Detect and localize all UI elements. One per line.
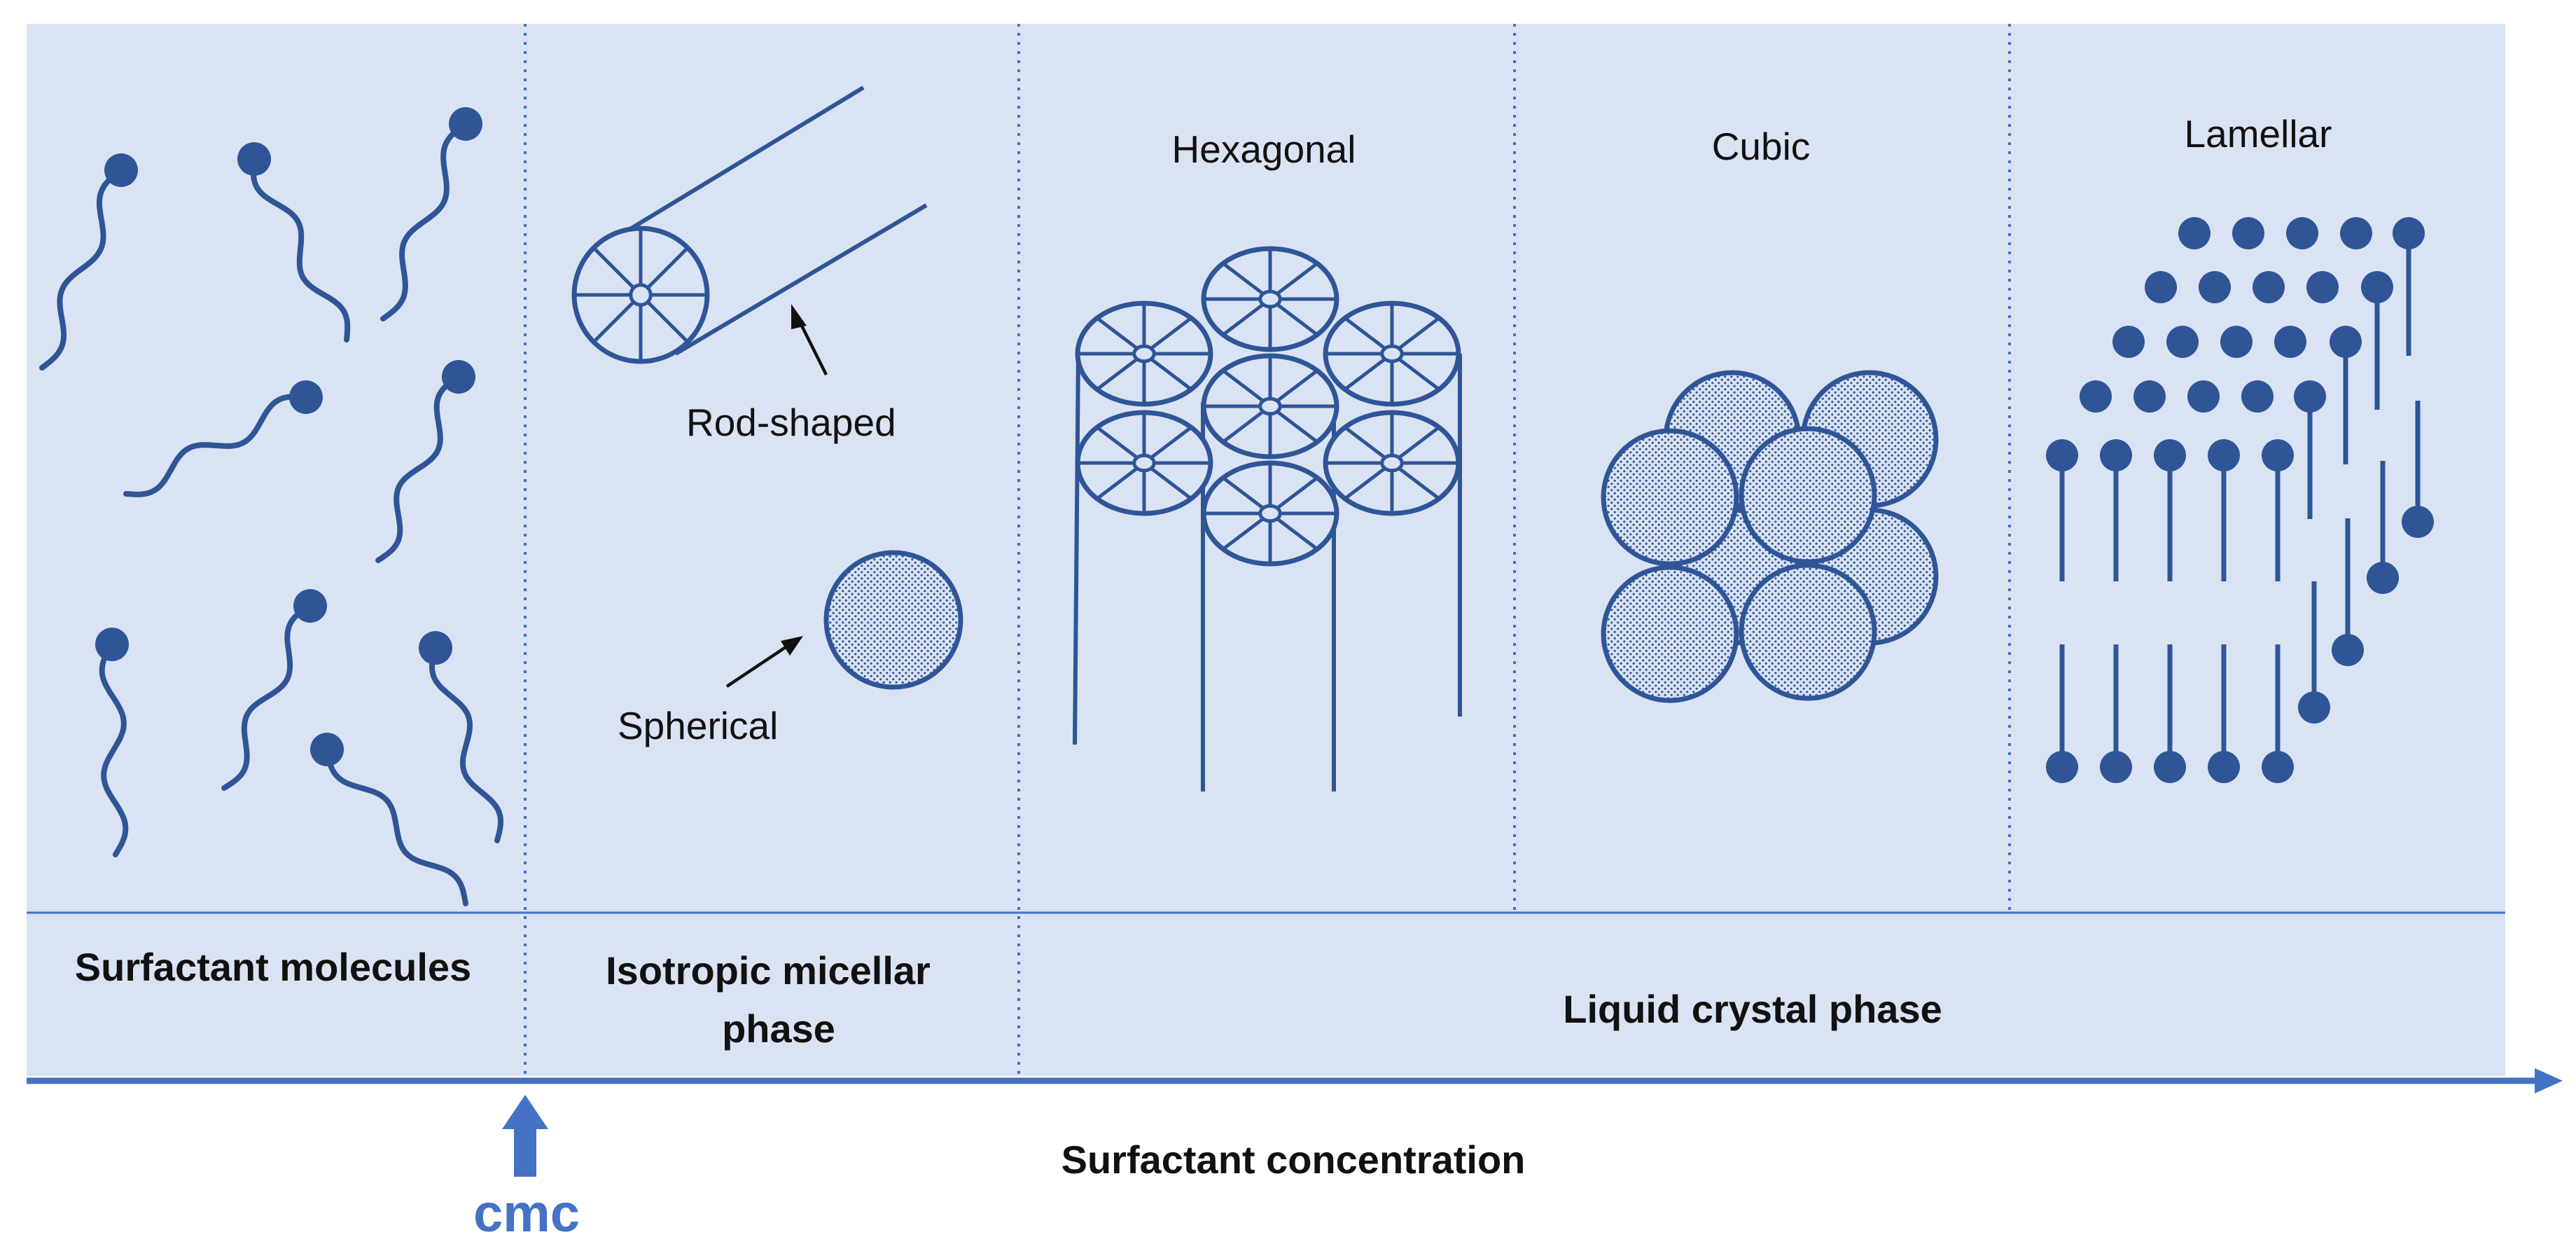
lamellar-head <box>2187 380 2220 413</box>
lamellar-label: Lamellar <box>2185 112 2332 155</box>
lamellar-head <box>2294 380 2326 413</box>
lamellar-head <box>2332 634 2364 666</box>
lamellar-head <box>2253 271 2285 303</box>
lamellar-head <box>2112 326 2145 358</box>
lamellar-head <box>2232 217 2264 249</box>
wheel-icon <box>1201 246 1339 352</box>
lamellar-head <box>2100 439 2132 471</box>
surfactant-molecule <box>221 589 327 791</box>
lamellar-head <box>2145 271 2177 303</box>
lamellar-head <box>2241 380 2274 413</box>
rod-shaped-label: Rod-shaped <box>686 401 896 444</box>
lamellar-head <box>2208 751 2240 783</box>
wheel-icon <box>1323 410 1461 516</box>
up-arrow-icon <box>502 1095 548 1177</box>
lamellar-head <box>2262 439 2294 471</box>
rod-shaped-micelle <box>571 85 928 364</box>
hexagonal-label: Hexagonal <box>1172 127 1356 171</box>
lamellar-head <box>2046 751 2078 783</box>
wheel-icon <box>1201 460 1339 567</box>
lamellar-head <box>2367 562 2399 594</box>
surfactant-molecule <box>310 733 468 906</box>
rod-shaped-arrow-icon <box>791 304 828 376</box>
lamellar-head <box>2208 439 2240 471</box>
cubic-phase <box>1601 370 1939 703</box>
surfactant-molecule <box>419 631 504 843</box>
surfactant-molecule <box>95 628 129 857</box>
lamellar-head <box>2340 217 2372 249</box>
liquid-crystal-phase-label: Liquid crystal phase <box>1563 987 1942 1031</box>
surfactant-molecule <box>237 142 351 343</box>
lamellar-head <box>2199 271 2231 303</box>
surfactant-molecules-label: Surfactant molecules <box>75 945 471 989</box>
axis-label: Surfactant concentration <box>1061 1138 1526 1182</box>
lamellar-head <box>2306 271 2339 303</box>
wheel-icon <box>1075 410 1213 516</box>
lamellar-head <box>2298 691 2330 724</box>
lamellar-head <box>2154 751 2186 783</box>
surfactant-molecules <box>39 107 504 906</box>
lamellar-head <box>2402 506 2434 538</box>
hexagonal-phase <box>1073 246 1462 792</box>
lamellar-head <box>2100 751 2132 783</box>
lamellar-head <box>2080 380 2112 413</box>
wheel-icon <box>1201 353 1339 459</box>
spherical-label: Spherical <box>618 704 778 747</box>
column-dividers <box>524 24 2011 1079</box>
lamellar-head <box>2178 217 2211 249</box>
lamellar-head <box>2262 751 2294 783</box>
lamellar-head <box>2274 326 2306 358</box>
lamellar-head <box>2286 217 2318 249</box>
surfactant-molecule <box>39 153 138 371</box>
surfactant-molecule <box>123 380 323 497</box>
lamellar-head <box>2220 326 2253 358</box>
cmc-label: cmc <box>473 1184 580 1243</box>
lamellar-phase <box>2046 217 2434 783</box>
lamellar-head <box>2046 439 2078 471</box>
right-arrow-icon <box>27 1068 2563 1093</box>
lamellar-head <box>2133 380 2166 413</box>
isotropic-micellar-label-line2: phase <box>722 1007 835 1051</box>
surfactant-molecule <box>380 107 482 322</box>
lamellar-head <box>2166 326 2199 358</box>
wheel-icon <box>1323 300 1461 407</box>
surfactant-molecule <box>375 360 475 563</box>
wheel-icon <box>1075 300 1213 407</box>
wheel-icon <box>571 226 710 364</box>
isotropic-micellar-label-line1: Isotropic micellar <box>606 948 931 993</box>
spherical-micelle <box>823 550 963 690</box>
spherical-arrow-icon <box>725 636 803 688</box>
lamellar-head <box>2154 439 2186 471</box>
cubic-label: Cubic <box>1712 125 1811 168</box>
